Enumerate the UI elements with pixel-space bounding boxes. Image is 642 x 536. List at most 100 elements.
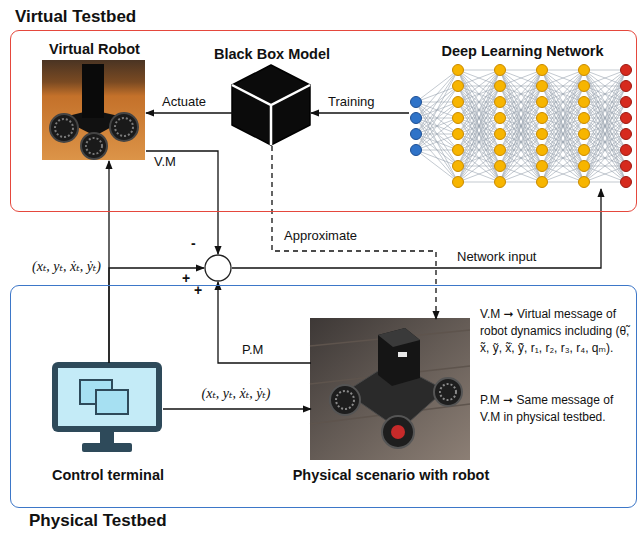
wheel-rollers	[86, 138, 102, 154]
network-link	[458, 86, 500, 182]
network-link	[584, 134, 626, 182]
network-link	[584, 102, 626, 182]
network-link	[416, 134, 458, 166]
connector	[232, 189, 601, 268]
edge-label: (xₜ, yₜ, ẋₜ, ẏₜ)	[200, 386, 273, 403]
network-link	[584, 86, 626, 182]
network-link	[416, 118, 458, 166]
legend-note: V.M ➞ Virtual message of robot dynamics …	[480, 306, 634, 356]
terminal-icon: Control terminal	[53, 363, 163, 453]
network-link	[500, 166, 542, 182]
network-link	[500, 70, 542, 86]
network-neuron	[453, 81, 464, 92]
network-link	[416, 150, 458, 166]
network-link	[542, 70, 584, 166]
network-link	[500, 134, 542, 182]
network-neuron	[579, 161, 590, 172]
network-link	[416, 102, 458, 166]
network-neuron	[537, 129, 548, 140]
wheel-hub	[391, 425, 405, 439]
network-link	[584, 70, 626, 71]
connector	[311, 112, 409, 113]
network-link	[458, 70, 500, 166]
render-background	[42, 60, 145, 160]
network-link	[542, 70, 584, 182]
network-link	[458, 70, 500, 86]
network-link	[458, 182, 500, 183]
network-neuron	[495, 161, 506, 172]
network-neuron	[453, 177, 464, 188]
node-title: Black Box Model	[214, 46, 330, 63]
network-link	[500, 70, 542, 182]
network-link	[500, 70, 542, 150]
network-link	[584, 70, 626, 86]
network-link	[542, 70, 584, 150]
network-link	[584, 70, 626, 150]
network-link	[542, 134, 584, 182]
window-icon	[96, 390, 128, 414]
network-link	[458, 70, 500, 182]
network-neuron	[495, 65, 506, 76]
mecanum-wheel	[434, 378, 462, 406]
network-link	[458, 70, 500, 86]
robot-photo: Physical scenario with robot	[311, 319, 471, 461]
network-link	[542, 118, 584, 182]
photo-background	[310, 318, 470, 460]
network-neuron	[621, 145, 632, 156]
network-link	[416, 102, 458, 182]
network-link	[542, 86, 584, 182]
network-neuron	[411, 113, 422, 124]
network-neuron	[495, 145, 506, 156]
network-neuron	[453, 97, 464, 108]
network-link	[458, 102, 500, 182]
mecanum-wheel	[81, 133, 107, 159]
network-link	[416, 118, 458, 150]
network-link	[416, 70, 458, 102]
network-neuron	[537, 97, 548, 108]
network-neuron	[411, 97, 422, 108]
wheel-rollers	[336, 391, 354, 409]
network-link	[500, 86, 542, 182]
junction-outline	[205, 255, 231, 281]
node-title: Control terminal	[52, 467, 164, 484]
network-link	[416, 70, 458, 150]
network-link	[542, 134, 584, 182]
network-neuron	[411, 145, 422, 156]
black-box-cube	[232, 65, 310, 145]
network-link	[458, 166, 500, 182]
edge-label: Actuate	[160, 94, 208, 110]
summing-junction: -++	[204, 254, 232, 282]
node-title: Deep Learning Network	[442, 43, 604, 60]
network-link	[500, 70, 542, 134]
network-link	[500, 150, 542, 182]
network-neuron	[453, 145, 464, 156]
network-neuron	[537, 145, 548, 156]
network-link	[584, 134, 626, 182]
network-link	[542, 70, 584, 86]
robot-tower	[82, 64, 104, 118]
input-signal: (xₜ, yₜ, ẋₜ, ẏₜ)	[30, 259, 103, 276]
network-link	[584, 70, 626, 182]
network-link	[542, 70, 584, 166]
network-link	[458, 70, 500, 134]
network-link	[542, 70, 584, 86]
mecanum-wheel	[382, 416, 414, 448]
monitor-neck	[100, 432, 114, 444]
network-link	[500, 102, 542, 182]
network-link	[500, 166, 542, 182]
network-neuron	[453, 129, 464, 140]
connector	[109, 268, 204, 363]
network-link	[542, 118, 584, 182]
network-link	[458, 166, 500, 182]
network-link	[584, 70, 626, 134]
network-link	[458, 86, 500, 182]
network-link	[584, 70, 626, 166]
network-link	[416, 118, 458, 150]
network-neuron	[537, 113, 548, 124]
network-link	[458, 150, 500, 182]
network-link	[458, 70, 500, 150]
network-link	[416, 70, 458, 134]
network-link	[458, 70, 500, 182]
network-link	[542, 102, 584, 182]
network-link	[500, 70, 542, 182]
